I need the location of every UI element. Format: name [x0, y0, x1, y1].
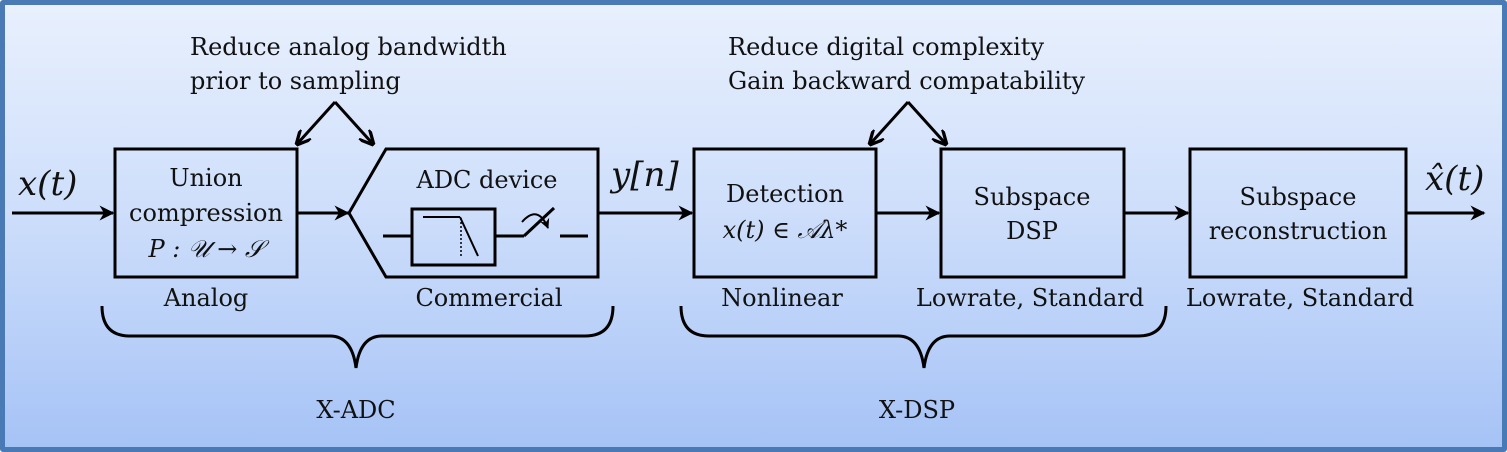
detection-block: [692, 147, 878, 279]
annotation-analog-line1: Reduce analog bandwidth: [190, 33, 507, 61]
subspace-reconstruction-line2: reconstruction: [1209, 217, 1388, 245]
lowpass-filter-icon: [383, 207, 524, 267]
annotation-digital-line1: Reduce digital complexity: [728, 33, 1044, 61]
subspace-dsp-line1: Subspace: [974, 183, 1091, 211]
input-signal-label: x(t): [18, 164, 77, 204]
annotation-analog-line2: prior to sampling: [190, 67, 401, 95]
detection-math: x(t) ∈ 𝒜λ*: [723, 216, 848, 244]
union-compression-line2: compression: [129, 199, 283, 227]
annotation-digital-line2: Gain backward compatability: [728, 67, 1086, 95]
union-compression-line1: Union: [169, 164, 242, 192]
adc-device-caption: Commercial: [415, 284, 562, 312]
detection-caption: Nonlinear: [721, 284, 843, 312]
sampler-switch-icon: [521, 206, 588, 238]
annotation-arrows-digital: [871, 100, 945, 143]
subspace-dsp-block: [939, 147, 1126, 279]
detection-label: Detection: [726, 180, 844, 208]
group-label-x-dsp: X-DSP: [879, 396, 955, 424]
union-compression-caption: Analog: [163, 284, 249, 312]
subspace-dsp-caption: Lowrate, Standard: [916, 284, 1144, 312]
subspace-reconstruction-caption: Lowrate, Standard: [1186, 284, 1414, 312]
annotation-arrows-analog: [298, 100, 372, 143]
brace-x-dsp: [679, 305, 1168, 369]
intermediate-signal-label: y[n]: [609, 155, 679, 195]
subspace-dsp-line2: DSP: [1006, 217, 1058, 245]
adc-device-label: ADC device: [415, 166, 557, 194]
output-signal-label: x̂(t): [1425, 159, 1484, 199]
group-label-x-adc: X-ADC: [316, 396, 395, 424]
subspace-reconstruction-line1: Subspace: [1240, 183, 1357, 211]
brace-x-adc: [100, 305, 615, 369]
adc-device-block: [347, 147, 600, 279]
union-compression-math: P : 𝒰 → 𝒮: [147, 235, 269, 263]
subspace-reconstruction-block: [1188, 147, 1408, 279]
